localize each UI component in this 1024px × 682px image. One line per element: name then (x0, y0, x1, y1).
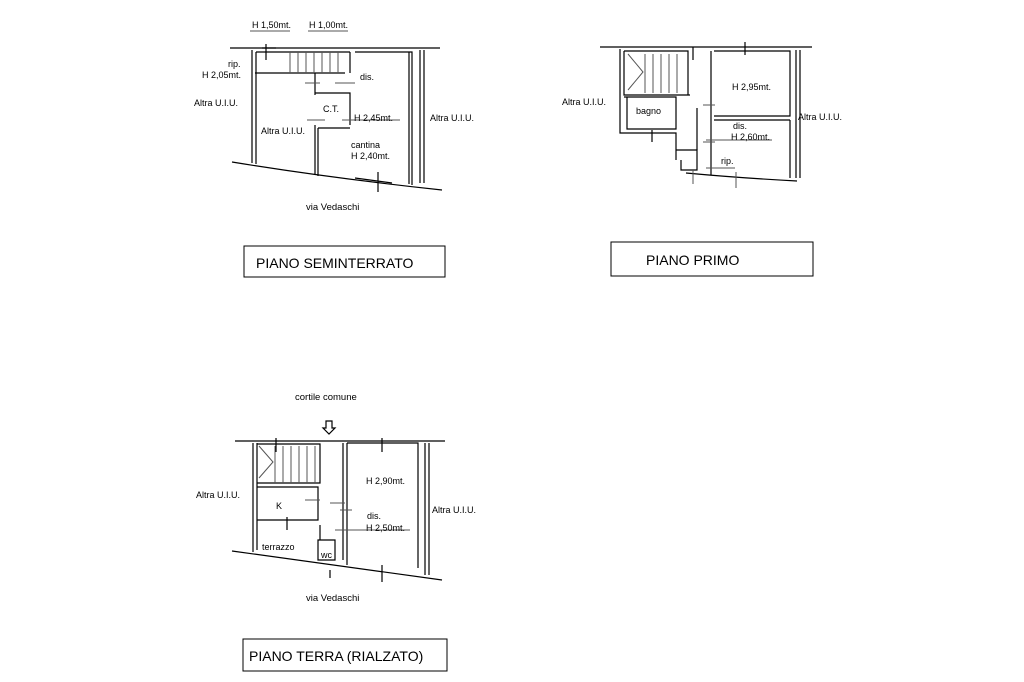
label-h150: H 1,50mt. (252, 20, 291, 30)
label-ct: C.T. (323, 104, 339, 114)
label-street: via Vedaschi (306, 593, 359, 604)
label-altra-left: Altra U.I.U. (194, 98, 238, 108)
plan-seminterrato: H 1,50mt. H 1,00mt. rip. H 2,05mt. Altra… (194, 20, 474, 278)
label-h260: H 2,60mt. (731, 132, 770, 142)
label-h100: H 1,00mt. (309, 20, 348, 30)
label-altra-left: Altra U.I.U. (562, 97, 606, 107)
label-dis: dis. (367, 511, 381, 521)
title-box-seminterrato (243, 245, 446, 278)
label-h205: H 2,05mt. (202, 70, 241, 80)
label-h250: H 2,50mt. (366, 523, 405, 533)
label-altra-right: Altra U.I.U. (430, 113, 474, 123)
label-cantina: cantina (351, 140, 380, 150)
title-box-terra (242, 638, 448, 672)
label-altra-center: Altra U.I.U. (261, 126, 305, 136)
label-h245: H 2,45mt. (354, 113, 393, 123)
label-k: K (276, 501, 282, 511)
title-seminterrato: PIANO SEMINTERRATO (256, 255, 414, 271)
label-dis: dis. (733, 121, 747, 131)
label-rip: rip. (721, 156, 734, 166)
label-rip: rip. (228, 59, 241, 69)
entrance-arrow-icon (321, 420, 337, 435)
label-altra-right: Altra U.I.U. (798, 112, 842, 122)
label-cortile: cortile comune (295, 392, 357, 403)
label-altra-right: Altra U.I.U. (432, 505, 476, 515)
plan-terra: cortile comune Altra U.I.U. Altra U.I.U.… (196, 392, 476, 672)
title-primo: PIANO PRIMO (646, 252, 739, 268)
label-bagno: bagno (636, 106, 661, 116)
label-h240: H 2,40mt. (351, 151, 390, 161)
label-street: via Vedaschi (306, 202, 359, 213)
title-terra: PIANO TERRA (RIALZATO) (249, 648, 423, 664)
label-terrazzo: terrazzo (262, 542, 295, 552)
label-wc: wc (320, 550, 332, 560)
plan-primo: Altra U.I.U. Altra U.I.U. bagno H 2,95mt… (562, 42, 842, 277)
label-h290: H 2,90mt. (366, 476, 405, 486)
label-dis: dis. (360, 72, 374, 82)
label-altra-left: Altra U.I.U. (196, 490, 240, 500)
title-box-primo (610, 241, 814, 277)
label-h295: H 2,95mt. (732, 82, 771, 92)
